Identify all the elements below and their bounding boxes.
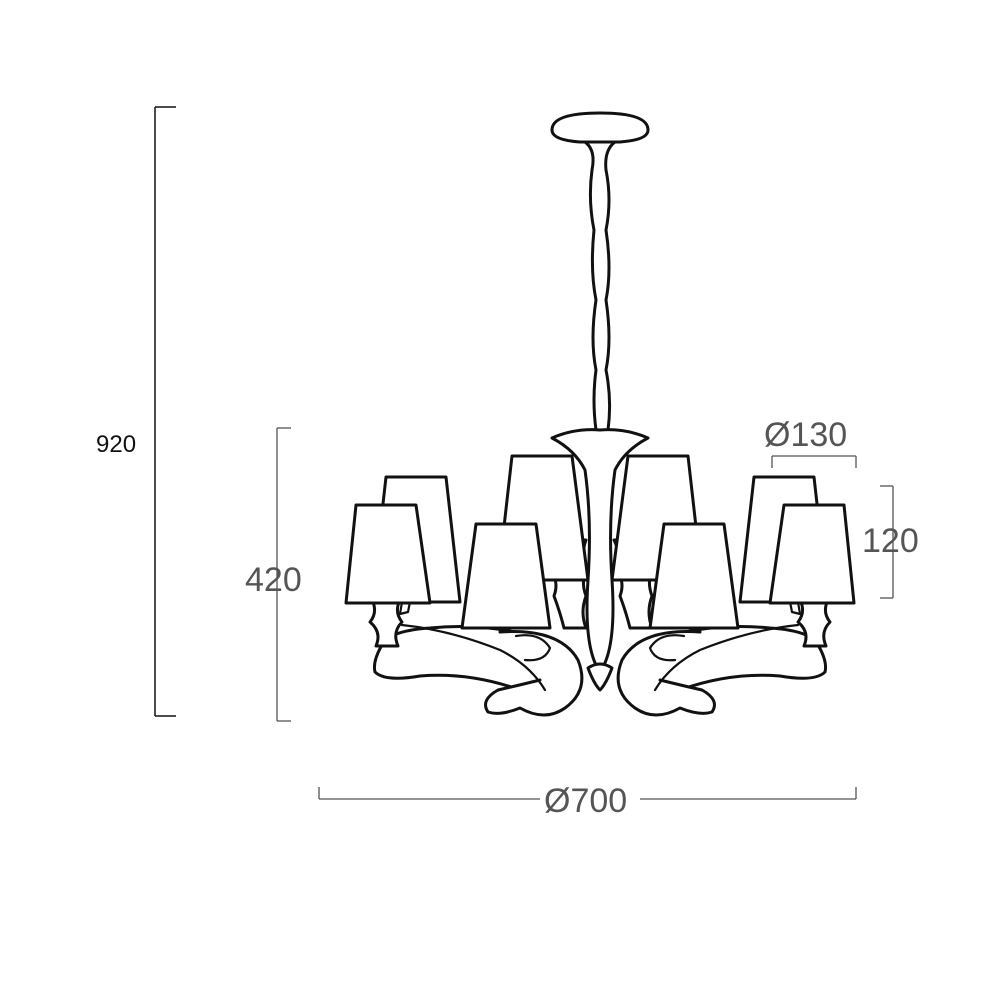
total-height-label: 920 — [96, 431, 136, 458]
shade-front-center-left — [460, 522, 552, 630]
shade-front-right — [768, 503, 856, 605]
central-body — [550, 428, 650, 667]
arm-right-inner — [616, 630, 716, 717]
suspension-rod — [583, 140, 617, 432]
arm-detail-left-1 — [400, 623, 547, 692]
arm-detail-left-2 — [514, 634, 552, 662]
shade-front-center-right — [648, 522, 740, 630]
body-height-dimension: 420 — [245, 427, 302, 722]
overall-diameter-dimension: Ø700 — [318, 782, 857, 820]
shade-diameter-label: Ø130 — [764, 416, 847, 454]
overall-diameter-label: Ø700 — [544, 782, 627, 820]
shade-height-label: 120 — [862, 522, 919, 560]
central-finial — [586, 662, 614, 692]
total-height-dimension: 920 — [96, 106, 176, 717]
arm-detail-right-2 — [648, 634, 686, 662]
shade-front-left — [344, 503, 432, 605]
candle-holder-4 — [796, 598, 832, 648]
arm-detail-right-1 — [653, 623, 800, 692]
candle-holder-1 — [368, 598, 404, 648]
shade-diameter-dimension: Ø130 — [764, 416, 857, 468]
ceiling-canopy — [550, 111, 650, 144]
arm-left-inner — [484, 630, 584, 717]
shade-height-dimension: 120 — [862, 485, 919, 599]
chandelier-illustration — [344, 111, 856, 717]
body-height-label: 420 — [245, 561, 302, 599]
